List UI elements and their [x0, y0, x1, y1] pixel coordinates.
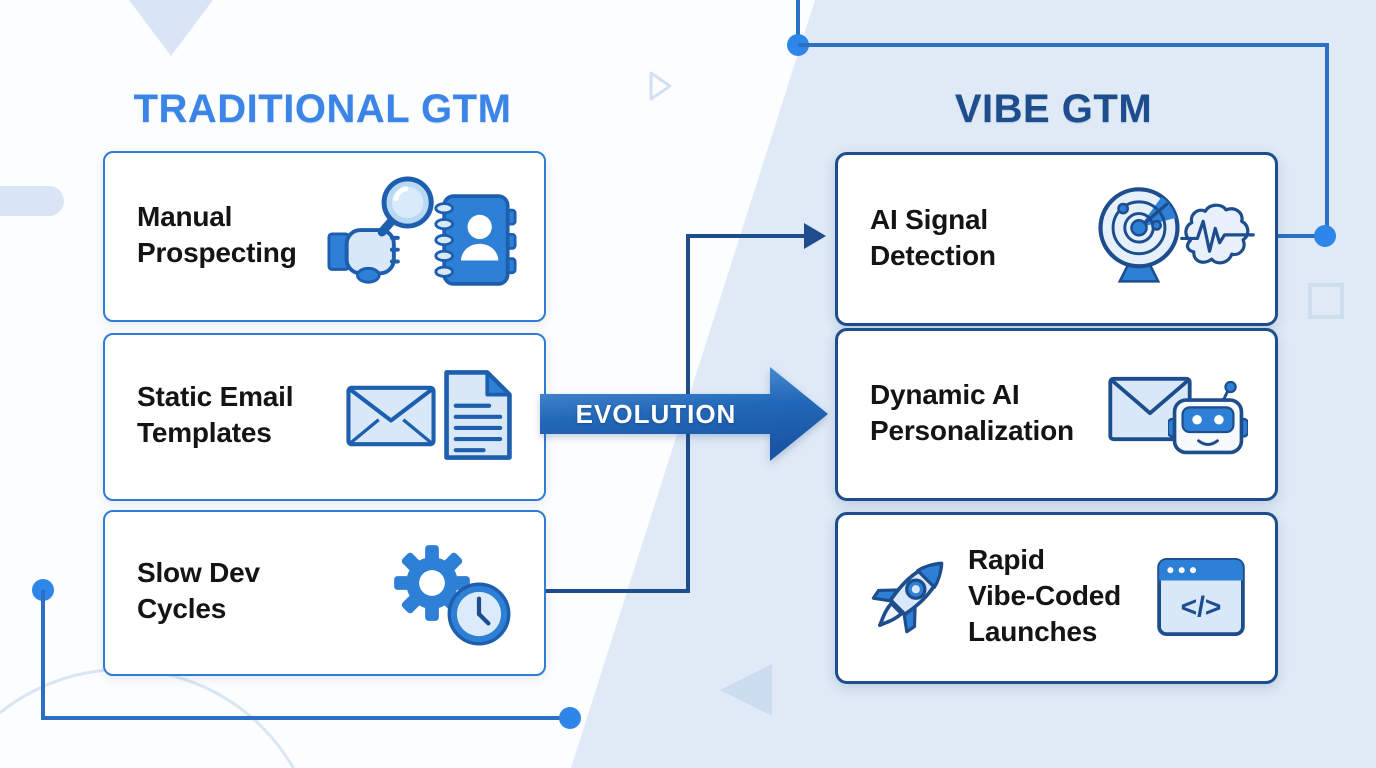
- left-column-title: TRADITIONAL GTM: [133, 86, 512, 131]
- card-label: AI Signal Detection: [870, 202, 996, 274]
- card-label-line: Templates: [137, 417, 272, 448]
- gear-icon: [394, 545, 470, 621]
- card-label-line: Launches: [968, 616, 1098, 647]
- triangle-decoration-top-left: [129, 0, 213, 56]
- clock-icon: [447, 582, 511, 646]
- card-static-email-templates: Static Email Templates: [103, 333, 546, 501]
- triangle-outline-decoration: [649, 71, 672, 101]
- card-label: Manual Prospecting: [137, 199, 297, 271]
- card-dynamic-ai-personalization: Dynamic AI Personalization: [835, 328, 1278, 501]
- code-glyph: </>: [1181, 590, 1222, 622]
- card-label-line: Slow Dev: [137, 557, 260, 588]
- card-manual-prospecting: Manual Prospecting: [103, 151, 546, 322]
- circuit-line-top-horizontal: [798, 43, 1329, 47]
- envelope-icon: [346, 385, 436, 447]
- circuit-line-left-vertical: [41, 590, 45, 720]
- rocket-icon: [871, 561, 944, 634]
- card-label-line: Prospecting: [137, 237, 297, 268]
- card-label: Slow Dev Cycles: [137, 555, 260, 627]
- card-label: Rapid Vibe-Coded Launches: [968, 542, 1121, 650]
- circuit-line-top-vertical: [796, 0, 800, 48]
- card-label-line: AI Signal: [870, 204, 988, 235]
- connector-line-top-horizontal: [686, 234, 806, 238]
- card-label: Static Email Templates: [137, 379, 294, 451]
- circuit-node-dot: [559, 707, 581, 729]
- triangle-decoration-bottom-center: [720, 664, 772, 716]
- card-label-line: Personalization: [870, 415, 1074, 446]
- circuit-line-to-card: [1272, 234, 1325, 238]
- card-label-line: Manual: [137, 201, 233, 232]
- square-outline-decoration: [1308, 283, 1344, 319]
- circuit-node-dot: [1314, 225, 1336, 247]
- evolution-arrow: [540, 367, 828, 461]
- document-icon: [444, 370, 512, 460]
- evolution-arrow-label: EVOLUTION: [575, 398, 737, 429]
- robot-icon: [1168, 381, 1248, 455]
- pill-decoration-left: [0, 186, 64, 216]
- card-label: Dynamic AI Personalization: [870, 377, 1074, 449]
- radar-icon: [1098, 187, 1180, 283]
- circuit-line-bottom-horizontal: [41, 716, 570, 720]
- card-label-line: Rapid: [968, 544, 1045, 575]
- card-rapid-vibe-coded-launches: Rapid Vibe-Coded Launches </>: [835, 512, 1278, 684]
- card-slow-dev-cycles: Slow Dev Cycles: [103, 510, 546, 676]
- code-window-icon: </>: [1157, 557, 1245, 637]
- card-label-line: Cycles: [137, 593, 227, 624]
- card-label-line: Vibe-Coded: [968, 580, 1122, 611]
- connector-line-bottom-horizontal: [542, 589, 690, 593]
- card-label-line: Dynamic AI: [870, 379, 1020, 410]
- circuit-line-right-vertical: [1325, 43, 1329, 236]
- right-column-title: VIBE GTM: [954, 86, 1153, 131]
- card-label-line: Static Email: [137, 381, 294, 412]
- brain-icon: [1180, 203, 1255, 265]
- card-ai-signal-detection: AI Signal Detection: [835, 152, 1278, 326]
- contact-book-icon: [434, 194, 517, 286]
- card-label-line: Detection: [870, 240, 996, 271]
- connector-arrowhead-icon: [804, 223, 826, 249]
- hand-magnifier-icon: [327, 176, 434, 284]
